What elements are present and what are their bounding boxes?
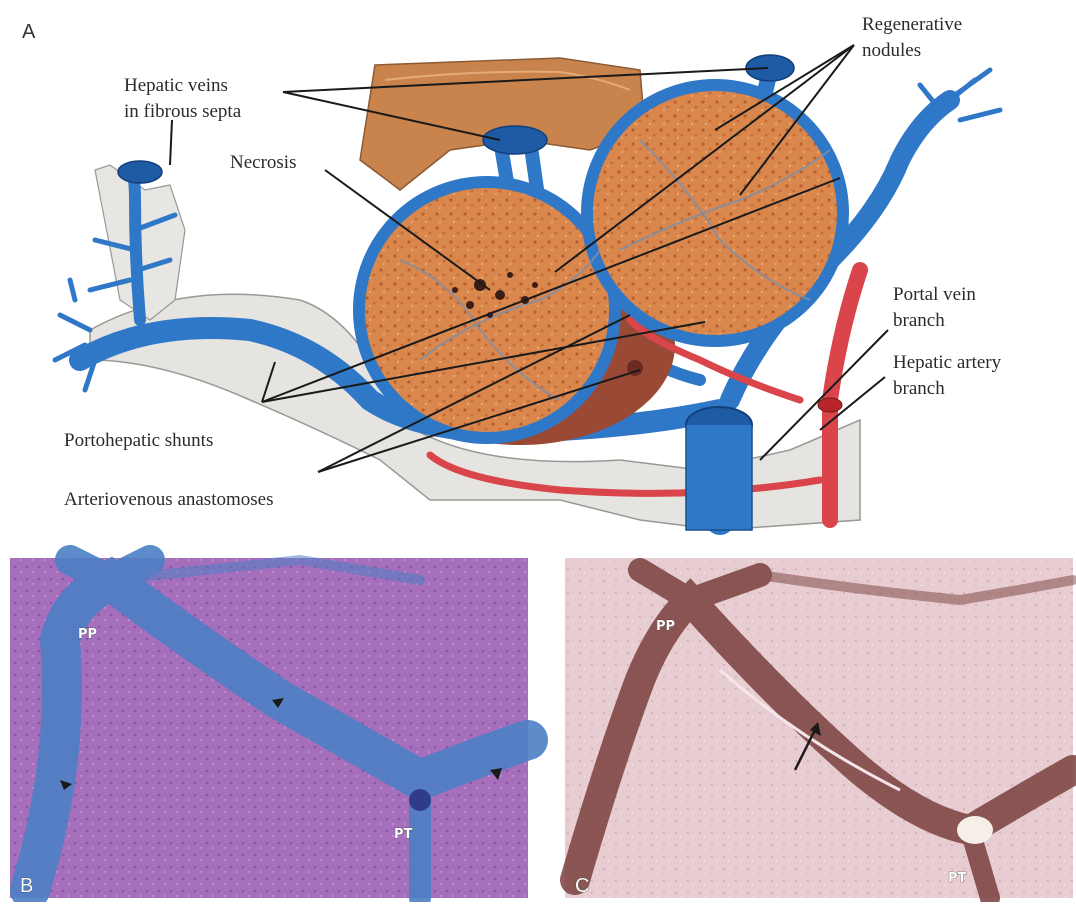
- panel-c-micrograph: PP PT C: [565, 558, 1073, 898]
- label-regenerative-2: nodules: [862, 40, 921, 61]
- regenerative-nodule-right: [587, 85, 843, 341]
- label-portal-vein-2: branch: [893, 310, 945, 331]
- regenerative-nodule-left: [359, 182, 615, 438]
- panel-b-pp-label: PP: [78, 627, 97, 642]
- top-hepatic-vein-cut: [483, 126, 547, 154]
- panel-a-illustration: A: [22, 14, 1002, 530]
- label-portohepatic-shunts: Portohepatic shunts: [64, 430, 213, 451]
- label-portal-vein: Portal vein: [893, 284, 976, 305]
- panel-c-letter: C: [575, 875, 589, 897]
- panel-b-letter: B: [20, 875, 33, 897]
- label-hepatic-veins-2: in fibrous septa: [124, 101, 242, 122]
- label-hepatic-artery-2: branch: [893, 378, 945, 399]
- label-arteriovenous: Arteriovenous anastomoses: [64, 489, 273, 510]
- left-hepatic-vein-cut: [118, 161, 162, 183]
- panel-a-letter: A: [22, 21, 36, 43]
- label-necrosis: Necrosis: [230, 152, 296, 173]
- panel-b-micrograph: PP PT B: [10, 558, 528, 898]
- label-hepatic-veins: Hepatic veins: [124, 75, 228, 96]
- hepatic-artery-cut: [818, 398, 842, 412]
- label-hepatic-artery: Hepatic artery: [893, 352, 1002, 373]
- panel-b-pt-label: PT: [394, 827, 413, 842]
- panel-c-pp-label: PP: [656, 619, 675, 634]
- panel-c-pt-label: PT: [948, 871, 967, 886]
- label-regenerative: Regenerative: [862, 14, 962, 35]
